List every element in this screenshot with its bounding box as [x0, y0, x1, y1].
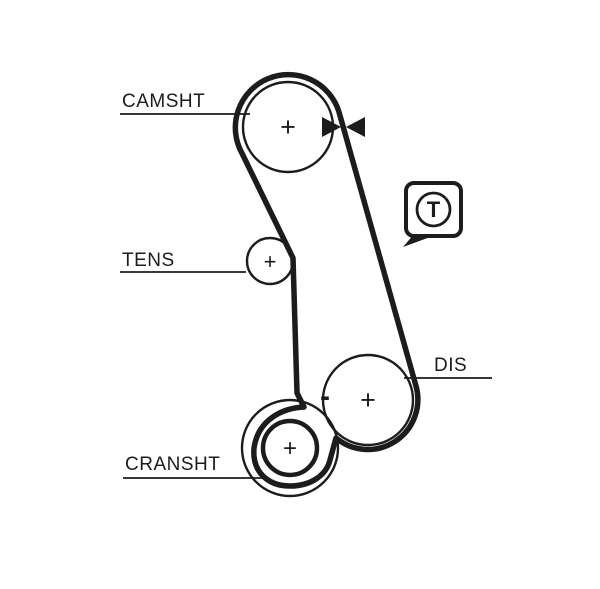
- distributor-label: DIS: [434, 355, 467, 376]
- arrow-right-icon: [322, 117, 341, 137]
- arrow-left-icon: [346, 117, 365, 137]
- distributor-plus-marker: +: [360, 385, 376, 415]
- camshaft-label: CAMSHT: [122, 91, 205, 112]
- crankshaft-sprocket-circle: [260, 418, 320, 478]
- minus-marker: -: [320, 380, 330, 413]
- tensioner-plus-marker: +: [264, 249, 277, 274]
- crankshaft-plus-marker: +: [283, 435, 297, 462]
- opposing-arrows-icon: [322, 117, 365, 137]
- speech-bubble-tension-icon: T: [403, 181, 463, 247]
- badge-inner-circle: [415, 191, 452, 228]
- tensioner-label: TENS: [122, 250, 175, 271]
- badge-letter: T: [427, 197, 441, 222]
- tensioner-circle: [245, 236, 295, 286]
- timing-belt-path: [232, 71, 421, 489]
- crankshaft-outer-circle: [240, 398, 340, 498]
- distributor-pulley-circle: [321, 353, 415, 447]
- badge-box: [404, 181, 463, 238]
- camshaft-plus-marker: +: [280, 112, 296, 142]
- crankshaft-label: CRANSHT: [125, 454, 220, 475]
